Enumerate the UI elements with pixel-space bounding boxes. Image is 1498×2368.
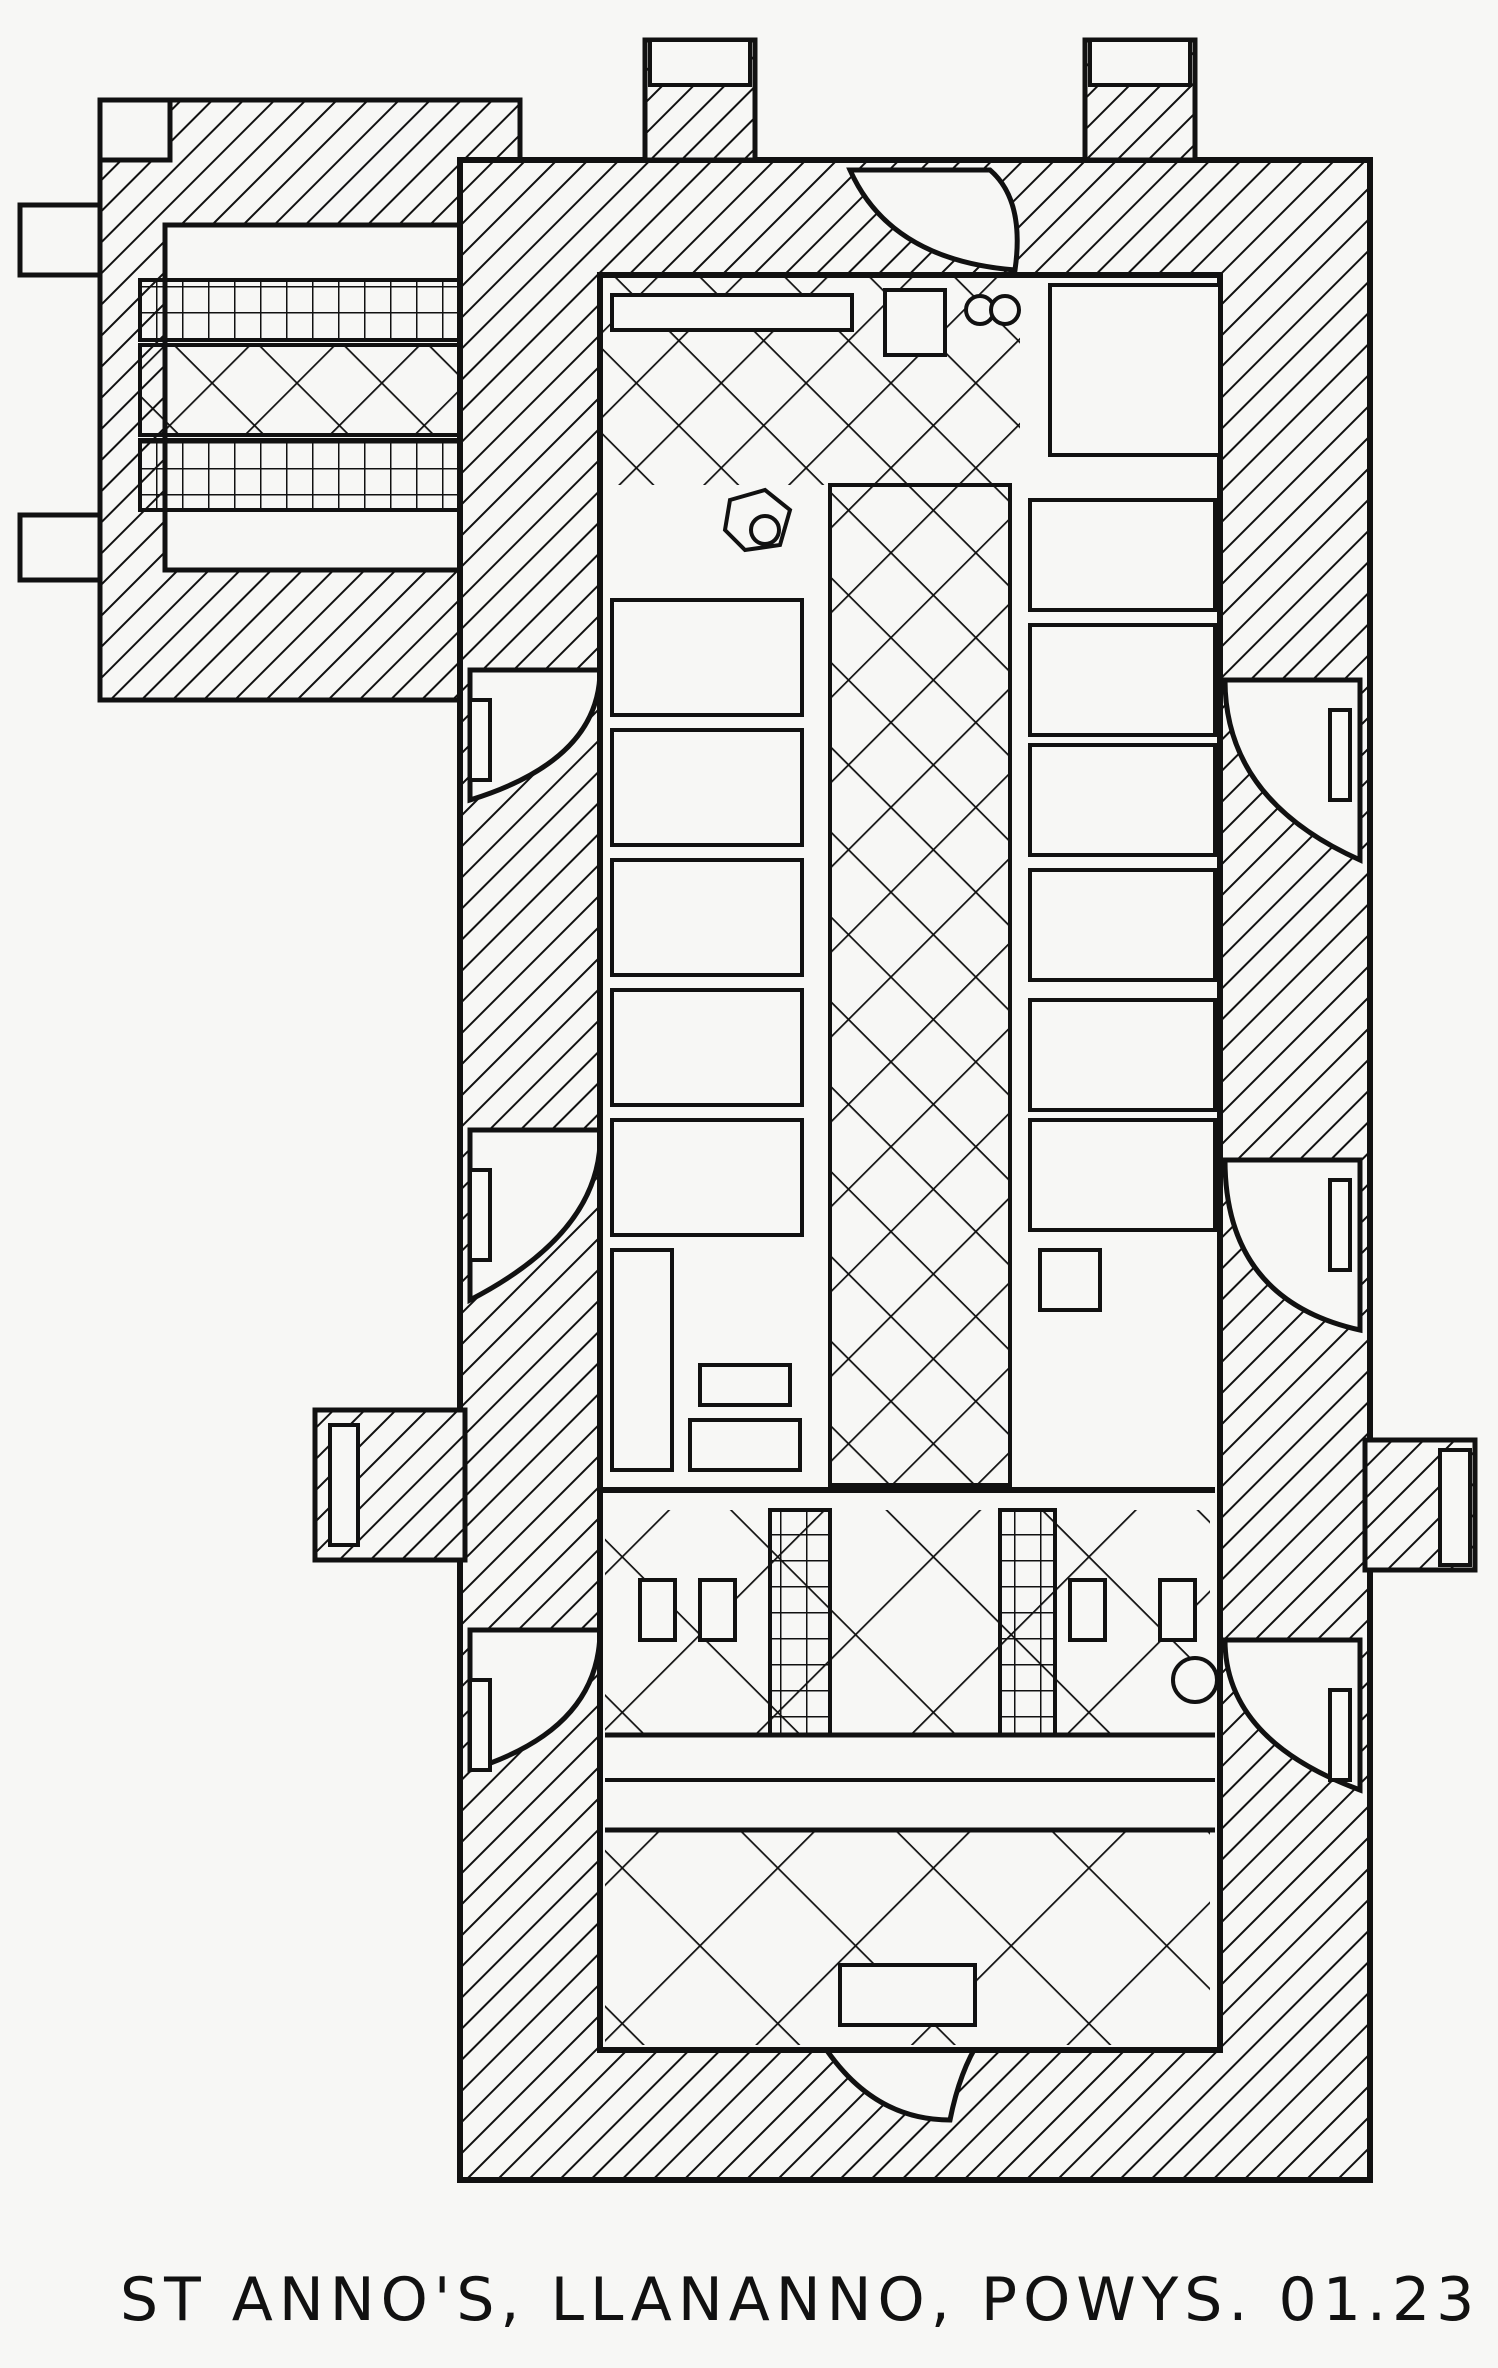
west-porch xyxy=(17,97,523,703)
sketch-caption: ST ANNO'S, LLANANNO, POWYS. 01.23 xyxy=(120,2265,1481,2335)
pews-right xyxy=(1028,498,1217,1232)
furnishings xyxy=(610,283,1222,2027)
pews-left xyxy=(610,598,804,1237)
porch-buttresses xyxy=(468,698,1352,1782)
window-embrasures xyxy=(467,167,1363,2123)
